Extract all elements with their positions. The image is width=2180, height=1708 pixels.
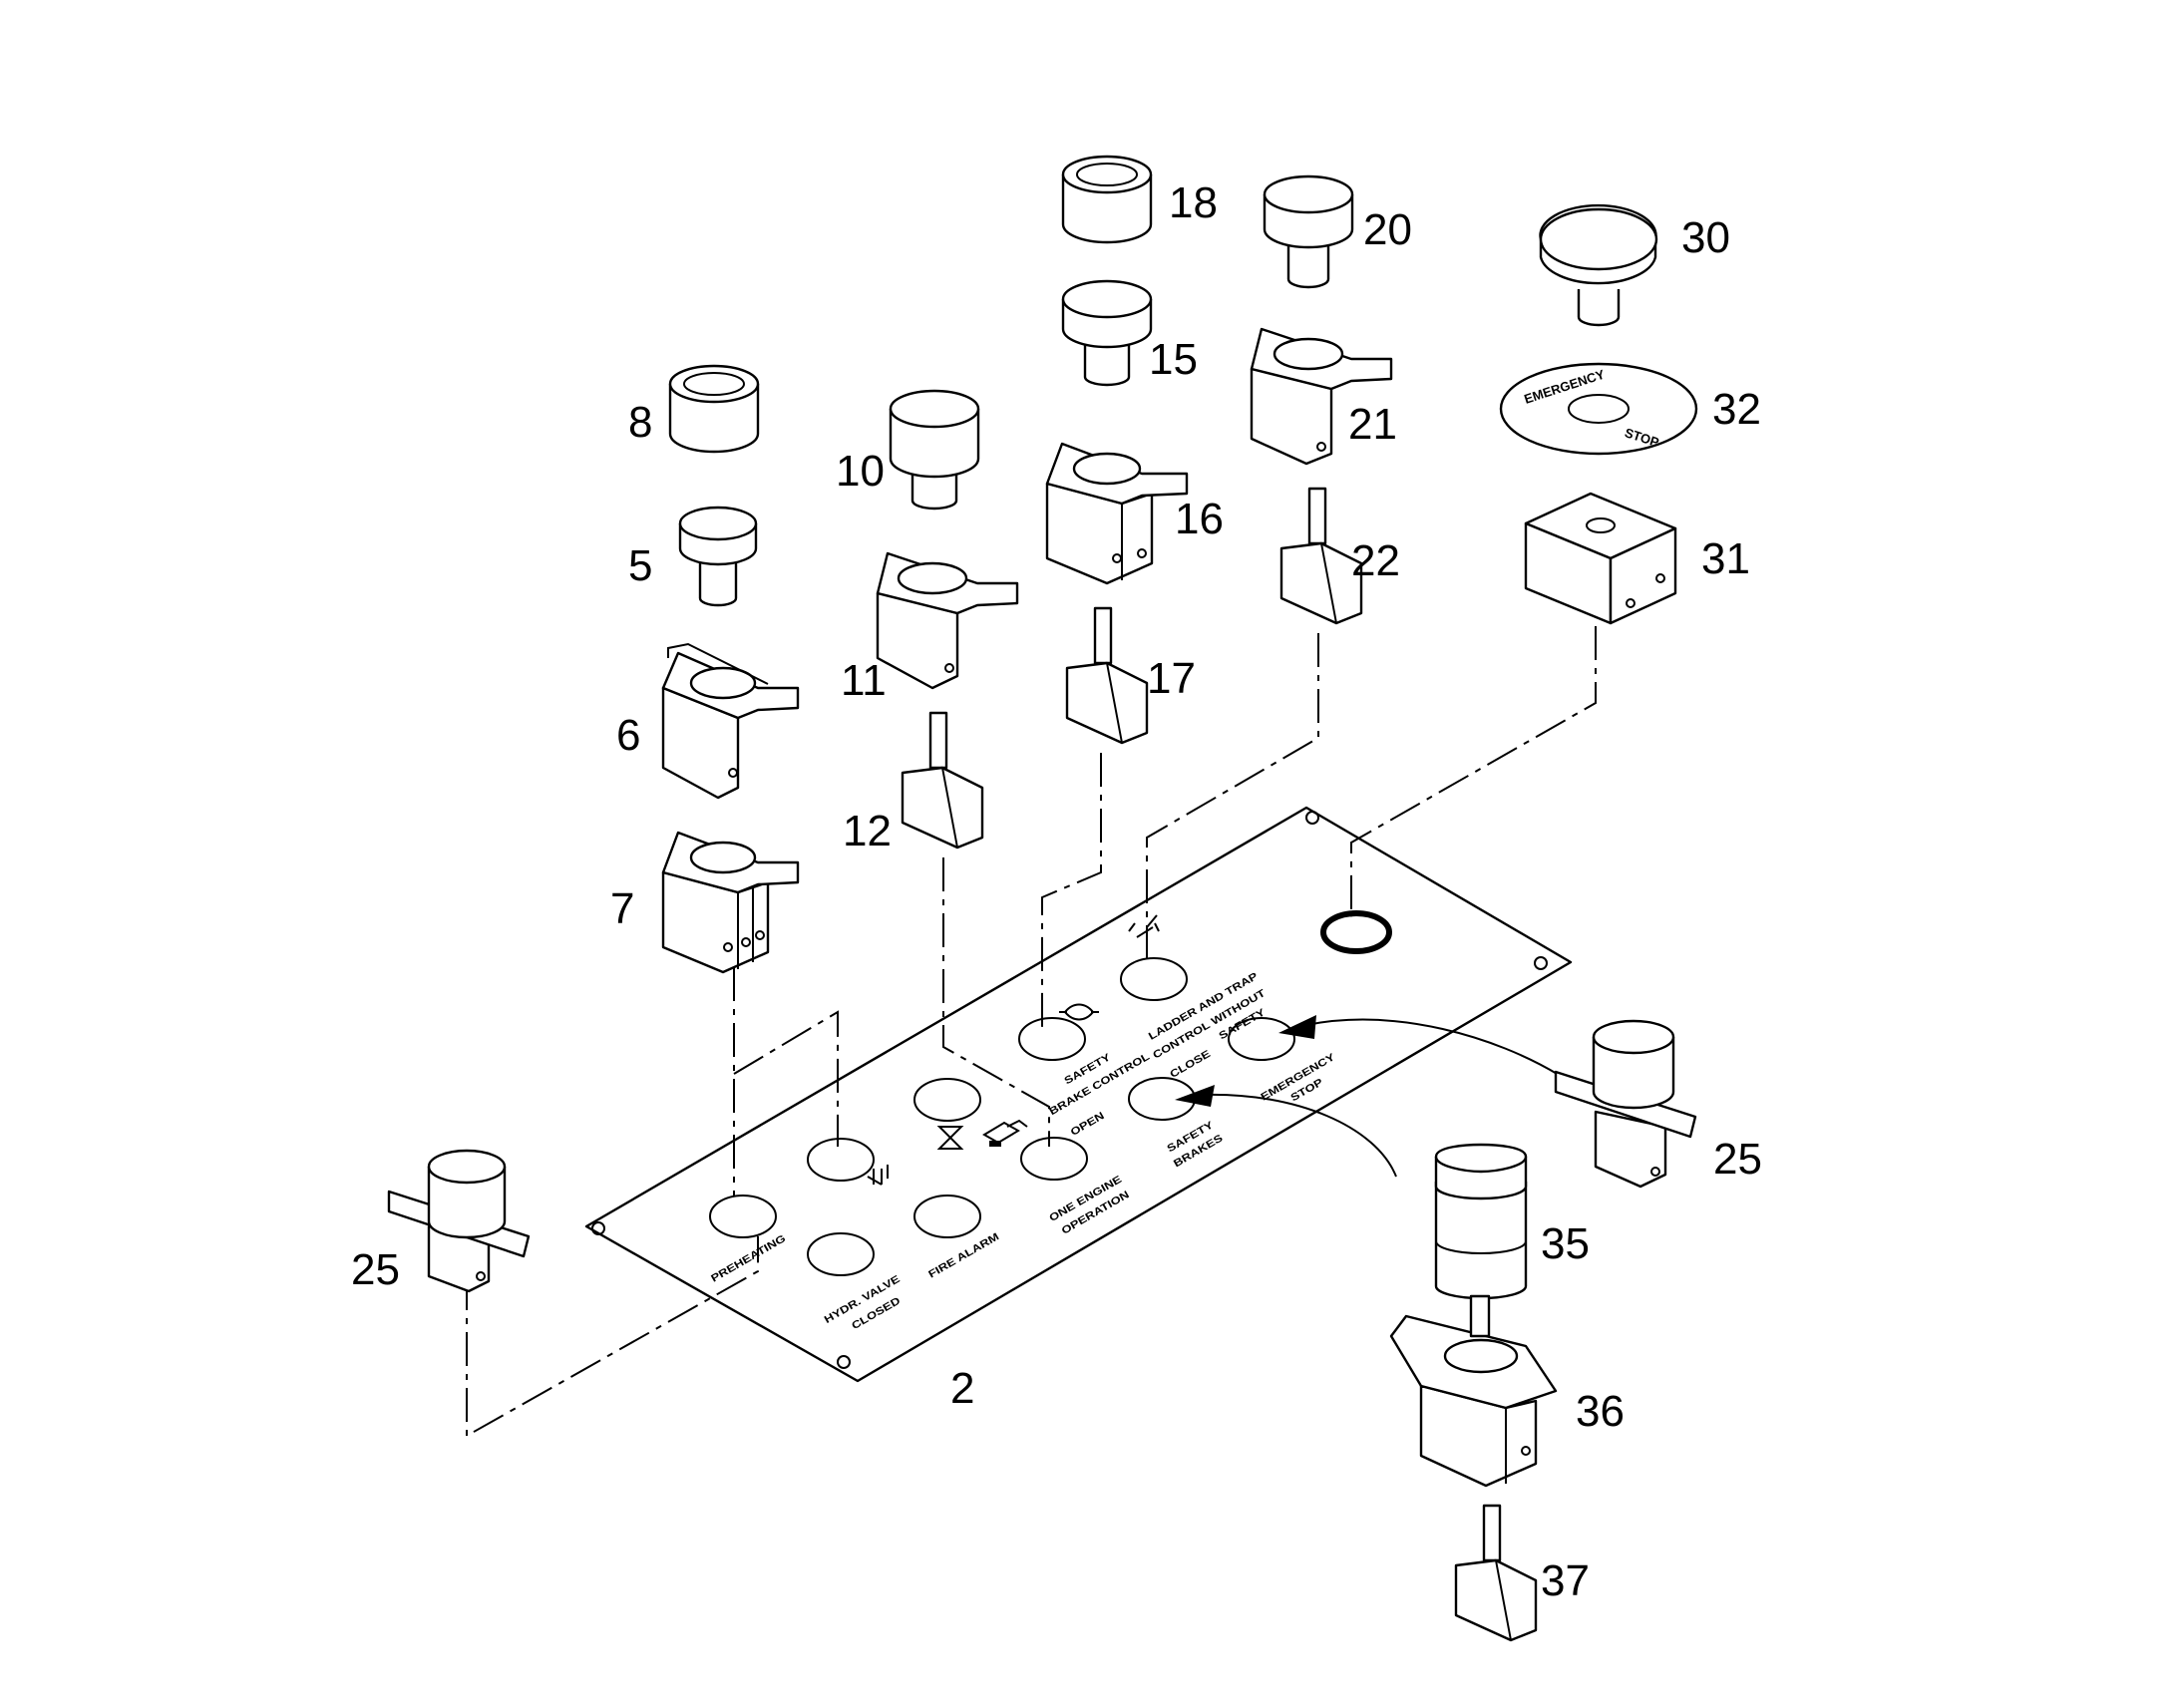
- callout-25-left: 25: [351, 1245, 400, 1294]
- callout-37: 37: [1541, 1556, 1590, 1605]
- push-button-15: [1061, 279, 1153, 387]
- callout-30: 30: [1681, 213, 1730, 262]
- mushroom-button-30: [1539, 203, 1658, 327]
- callout-7: 7: [610, 884, 634, 933]
- callout-25-right: 25: [1713, 1135, 1762, 1184]
- leader-lines: [466, 626, 1597, 1438]
- hole-emergency: [1228, 1017, 1295, 1061]
- callout-21: 21: [1348, 400, 1397, 449]
- hole-ladder: [1120, 957, 1188, 1001]
- contact-block-12: [901, 711, 984, 850]
- bezel-ring-18: [1061, 155, 1153, 244]
- hole-hydr-valve: [807, 1232, 875, 1276]
- switch-body-7: [661, 831, 800, 974]
- callout-22: 22: [1351, 536, 1400, 585]
- switch-body-21: [1250, 327, 1393, 466]
- switch-body-11: [876, 551, 1019, 690]
- callout-31: 31: [1701, 534, 1750, 583]
- callout-6: 6: [616, 711, 640, 760]
- callout-8: 8: [628, 398, 652, 447]
- pilot-light-25-left: [387, 1149, 531, 1293]
- callout-15: 15: [1149, 335, 1198, 384]
- callout-10: 10: [836, 447, 885, 496]
- callout-18: 18: [1169, 178, 1218, 227]
- contact-block-37: [1454, 1504, 1538, 1642]
- callout-11: 11: [841, 656, 887, 705]
- hole-heater: [807, 1138, 875, 1182]
- callout-labels: 8 5 6 7 10 11 12 15 16 17 18 20 21 22 30…: [351, 178, 1762, 1605]
- hole-preheating: [709, 1195, 777, 1238]
- hole-fire-alarm: [913, 1195, 981, 1238]
- hole-hourglass: [913, 1078, 981, 1122]
- callout-20: 20: [1363, 205, 1412, 254]
- switch-body-6: [661, 642, 800, 800]
- insertion-arrows: [1175, 1015, 1560, 1178]
- switch-body-16: [1045, 442, 1189, 585]
- control-panel: PREHEATING HYDR. VALVE CLOSED FIRE ALARM…: [584, 806, 1573, 1383]
- mounting-block-31: [1524, 492, 1677, 625]
- callout-12: 12: [843, 807, 892, 855]
- callout-2: 2: [950, 1364, 974, 1413]
- selector-switch-35: [1434, 1143, 1528, 1300]
- callout-32: 32: [1712, 385, 1761, 434]
- callout-5: 5: [628, 541, 652, 590]
- push-button-10: [889, 389, 980, 511]
- ladder-icon: [1128, 914, 1160, 938]
- contact-block-17: [1065, 606, 1149, 745]
- bezel-ring-8: [668, 364, 760, 454]
- heater-icon: [867, 1165, 889, 1186]
- hole-one-engine: [1020, 1137, 1088, 1181]
- hole-emergency-stop: [1320, 910, 1392, 954]
- brake-symbol-icon: [1059, 1003, 1099, 1021]
- pilot-light-25-right: [1554, 1019, 1697, 1189]
- switch-body-36: [1389, 1294, 1558, 1488]
- hole-brake: [1018, 1017, 1086, 1061]
- push-button-5: [678, 506, 758, 607]
- push-button-20: [1263, 174, 1354, 289]
- callout-17: 17: [1147, 654, 1196, 703]
- callout-35: 35: [1541, 1219, 1590, 1268]
- emergency-stop-ring-32: EMERGENCY STOP: [1499, 362, 1698, 456]
- callout-36: 36: [1576, 1387, 1625, 1436]
- contact-block-22: [1279, 487, 1363, 625]
- callout-16: 16: [1175, 495, 1224, 543]
- hourglass-icon: [936, 1126, 964, 1150]
- brake-icon: [982, 1119, 1028, 1147]
